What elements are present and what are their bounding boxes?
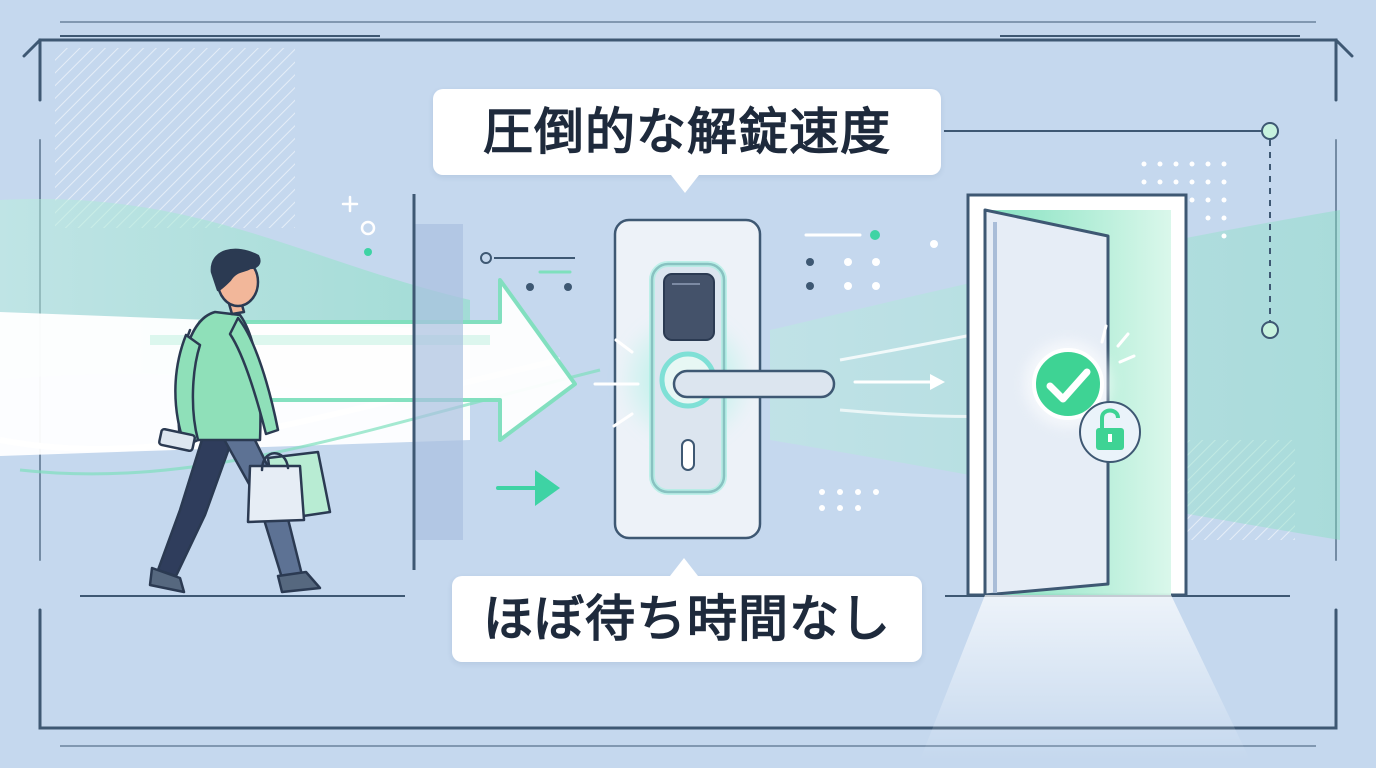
small-arrow-right-icon bbox=[853, 374, 945, 390]
wall-panel bbox=[415, 224, 463, 540]
decorative-marks bbox=[341, 195, 880, 291]
small-arrow-icon bbox=[496, 470, 560, 506]
shopping-bag-icon bbox=[246, 450, 332, 524]
decorative-dots bbox=[819, 161, 1227, 511]
check-mark-icon bbox=[1024, 340, 1112, 428]
headline-bottom: ほぼ待ち時間なし bbox=[483, 590, 891, 648]
headline-callout-top: 圧倒的な解錠速度 bbox=[433, 89, 941, 193]
smartphone-icon bbox=[158, 427, 196, 453]
unlocked-padlock-icon bbox=[1079, 324, 1141, 463]
smart-lock-icon bbox=[593, 218, 836, 540]
walking-person-icon bbox=[148, 248, 332, 594]
headline-top: 圧倒的な解錠速度 bbox=[483, 103, 891, 161]
connector-line bbox=[944, 130, 1271, 322]
headline-callout-bottom: ほぼ待ち時間なし bbox=[452, 558, 922, 662]
open-door-icon bbox=[920, 193, 1250, 760]
